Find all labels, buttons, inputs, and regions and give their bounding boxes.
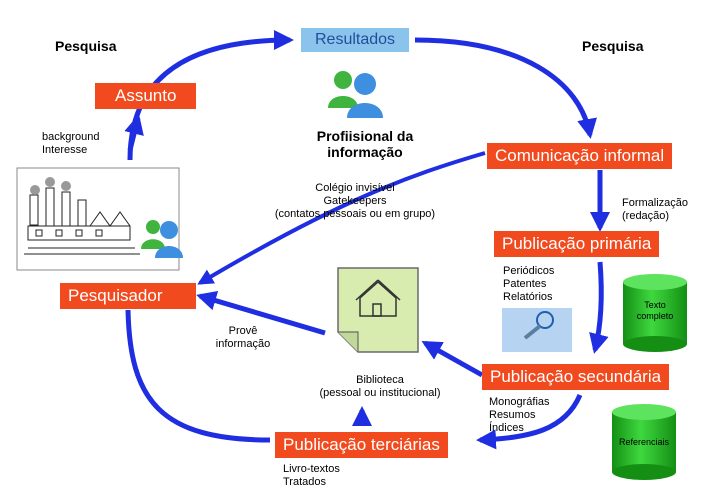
prove-note: Provê informação <box>208 325 278 351</box>
arrow-to-secundaria <box>589 261 609 354</box>
assunto-node: Assunto <box>95 83 197 109</box>
primaria-item: Patentes <box>503 278 547 290</box>
colegio-line-1: Colégio invisível <box>315 182 395 194</box>
secundaria-item: Índices <box>489 422 524 434</box>
comunicacao-informal-node: Comunicação informal <box>487 143 673 169</box>
publicacao-terciarias-node: Publicação terciárias <box>275 432 448 458</box>
formalizacao-note: Formalização (redação) <box>622 197 688 223</box>
formalizacao-line-2: (redação) <box>622 210 670 222</box>
texto-completo-label: Texto completo <box>623 300 687 322</box>
colegio-line-2: Gatekeepers <box>323 195 387 207</box>
resultados-node: Resultados <box>301 28 410 52</box>
secundaria-item: Monográfias <box>489 396 550 408</box>
arrow-informal-to-pesquisador <box>197 151 486 285</box>
primaria-item: Periódicos <box>503 265 555 277</box>
secundaria-items: Monográfias Resumos Índices <box>489 396 550 435</box>
prove-line-1: Provê <box>228 325 258 337</box>
factory-picture <box>16 167 180 271</box>
prove-line-2: informação <box>215 338 271 350</box>
texto-line-1: Texto <box>644 300 666 310</box>
pesquisa-right-label: Pesquisa <box>582 38 644 54</box>
cylinder-referenciais <box>612 404 676 480</box>
colegio-line-3: (contatos pessoais ou em grupo) <box>274 208 436 220</box>
pesquisa-left-label: Pesquisa <box>55 38 117 54</box>
terciarias-item: Livro-textos <box>283 463 340 475</box>
pesquisador-node: Pesquisador <box>60 283 196 309</box>
arrow-terciarias-to-pesquisador <box>125 309 271 443</box>
tools-picture <box>502 308 572 352</box>
secundaria-item: Resumos <box>489 409 536 421</box>
people-icon-small <box>141 220 183 258</box>
arrow-top-right <box>414 37 597 139</box>
arrow-to-assunto <box>124 114 144 151</box>
arrow-library-to-pesquisador <box>196 290 326 336</box>
publicacao-primaria-node: Publicação primária <box>494 231 660 257</box>
biblioteca-note: Biblioteca (pessoal ou institucional) <box>300 374 460 400</box>
library-document-icon <box>337 267 419 353</box>
primaria-item: Relatórios <box>503 291 553 303</box>
background-line-1: background <box>42 131 100 143</box>
biblioteca-line-2: (pessoal ou institucional) <box>319 387 441 399</box>
background-note: background Interesse <box>42 131 100 157</box>
arrow-secundaria-to-library <box>421 340 484 378</box>
formalizacao-line-1: Formalização <box>622 197 689 209</box>
colegio-note: Colégio invisível Gatekeepers (contatos … <box>265 182 445 221</box>
assunto-label: Assunto <box>115 86 177 105</box>
texto-line-2: completo <box>636 311 674 321</box>
biblioteca-line-1: Biblioteca <box>356 374 404 386</box>
publicacao-secundaria-node: Publicação secundária <box>482 364 670 390</box>
primaria-items: Periódicos Patentes Relatórios <box>503 265 554 304</box>
arrow-to-terciarias <box>476 393 583 450</box>
profissional-line-1: Profiisional da <box>316 128 414 144</box>
referenciais-label: Referenciais <box>618 437 670 447</box>
background-line-2: Interesse <box>42 144 88 156</box>
terciarias-item: Tratados <box>283 476 327 488</box>
profissional-line-2: informação <box>327 144 403 160</box>
cylinder-texto-completo <box>623 274 687 352</box>
profissional-label: Profiisional da informação <box>300 128 430 160</box>
people-icon <box>328 71 383 118</box>
terciarias-items: Livro-textos Tratados <box>283 463 340 489</box>
